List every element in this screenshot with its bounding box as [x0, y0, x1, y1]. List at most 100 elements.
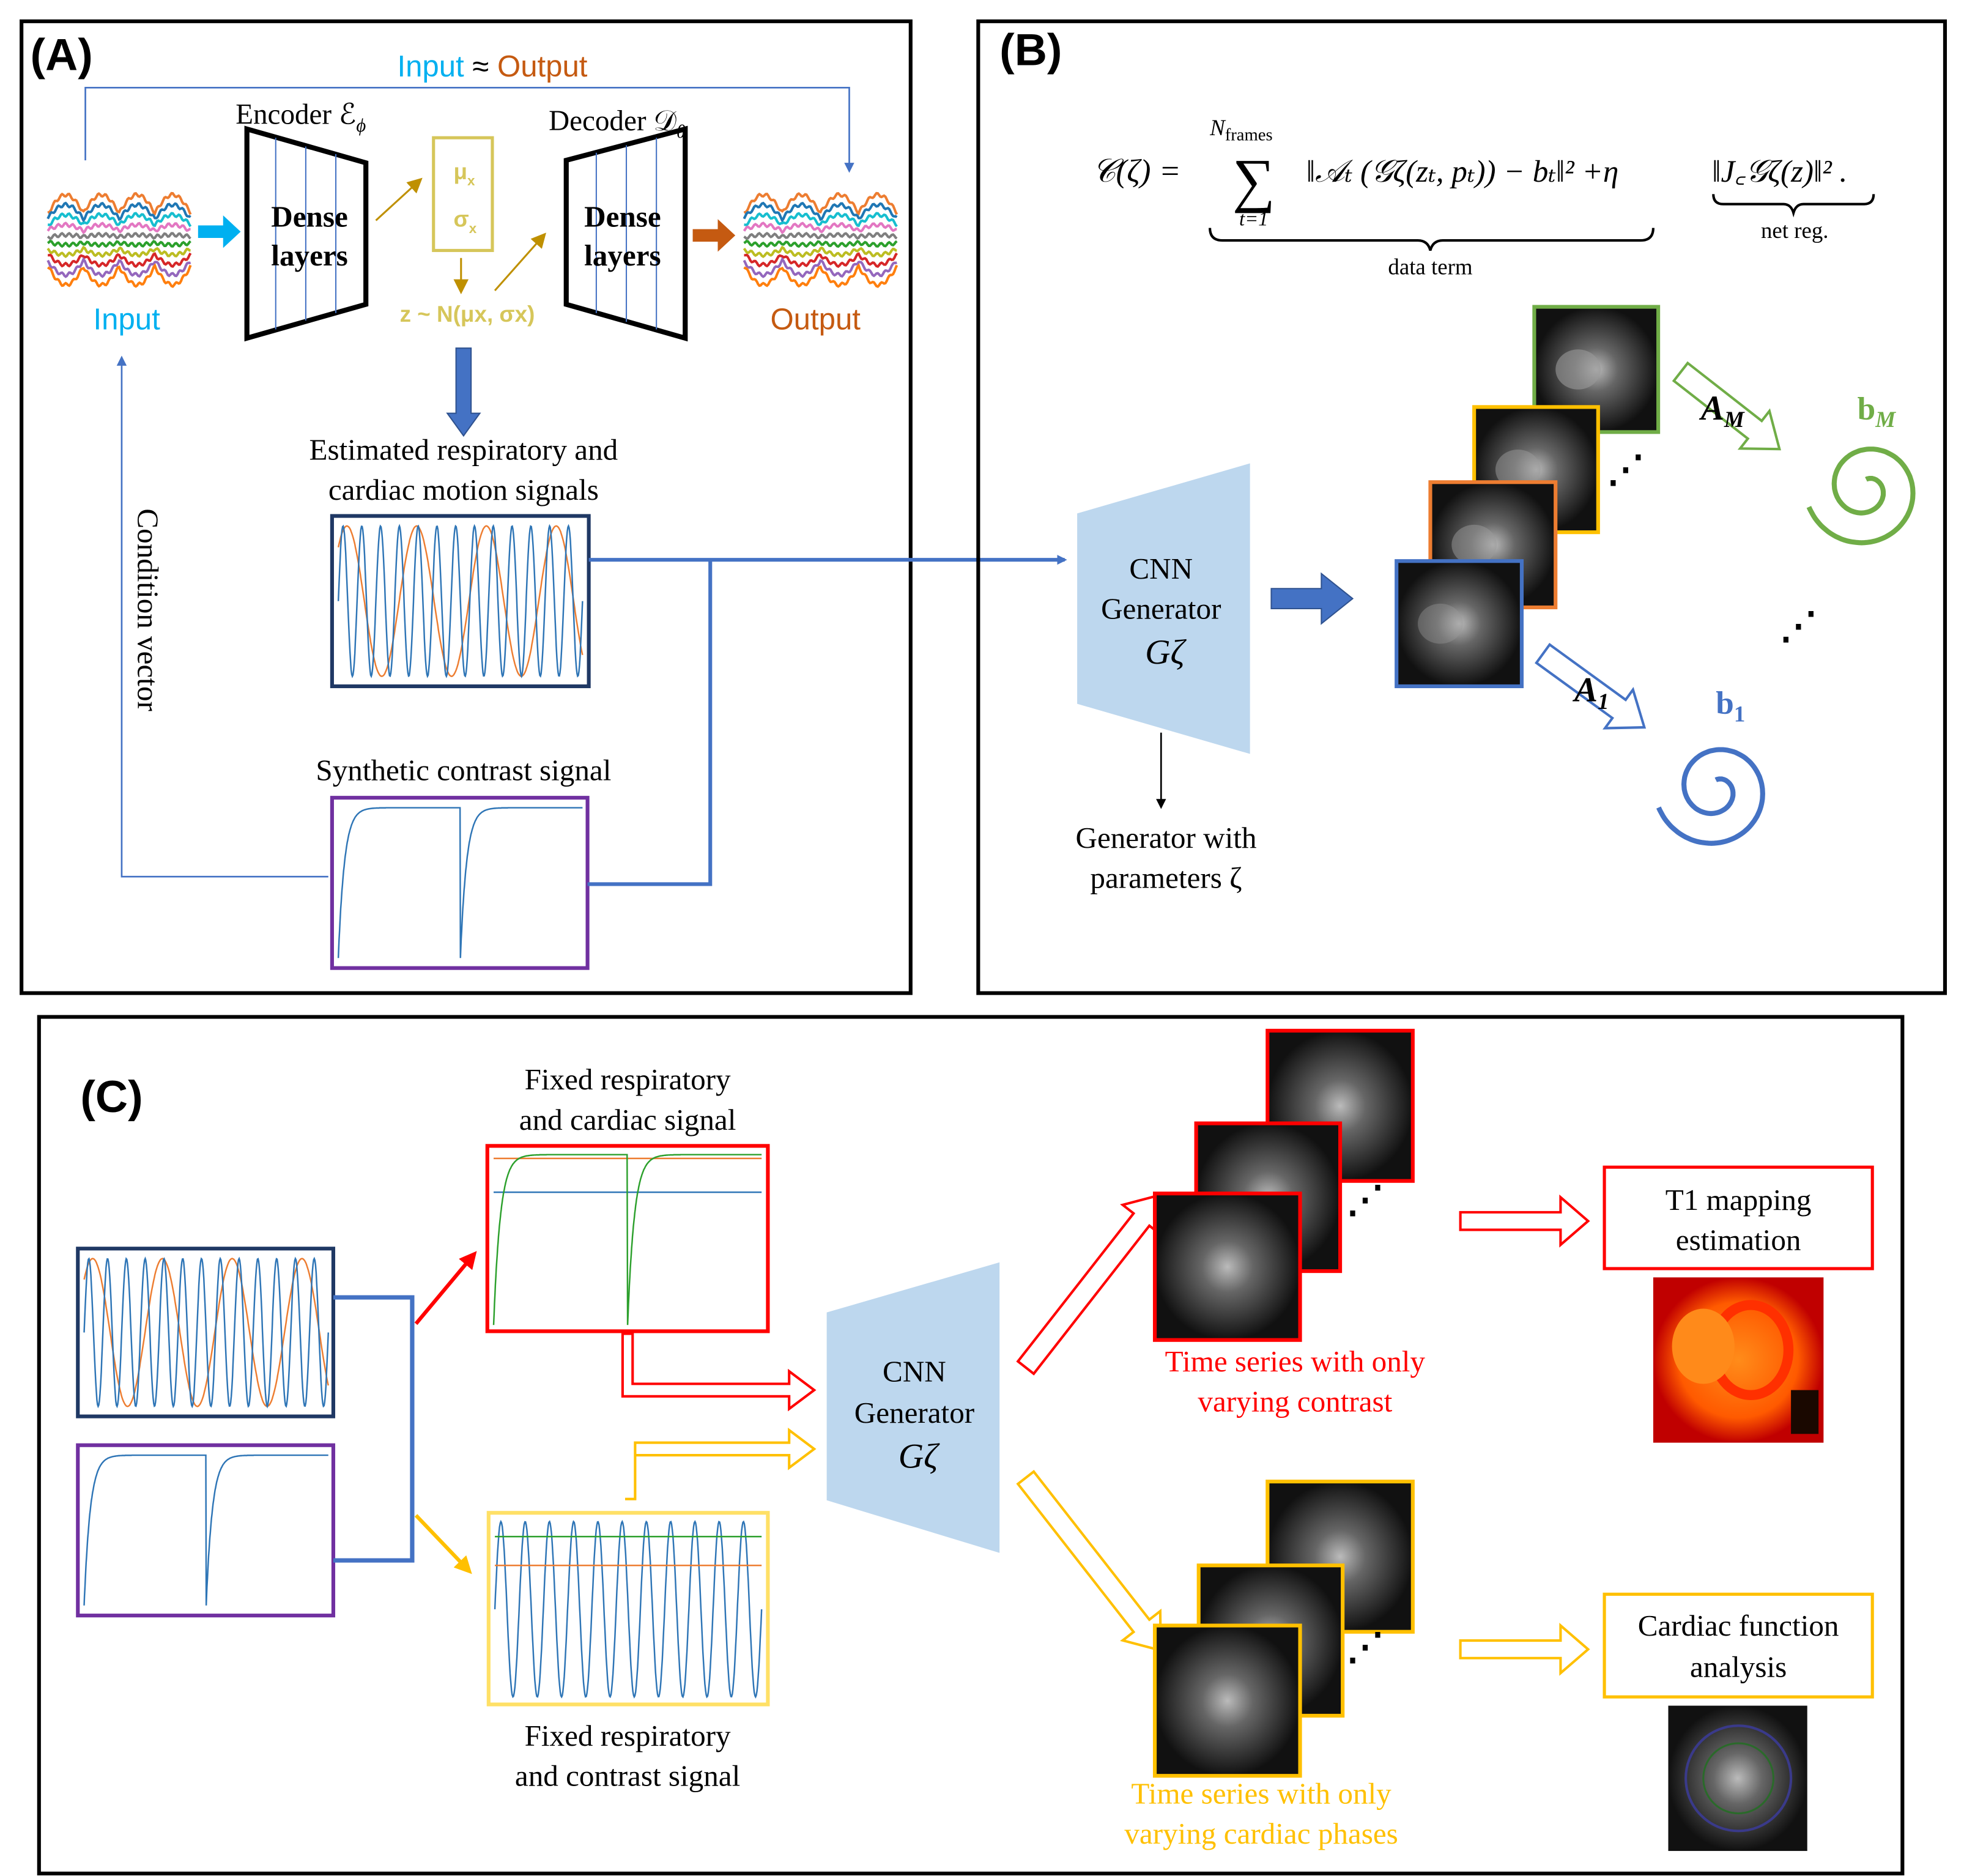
- a1-sub: 1: [1598, 689, 1609, 714]
- fixed-cardiac-line2: and cardiac signal: [519, 1103, 736, 1136]
- sum-lower-limit: t=1: [1239, 209, 1269, 231]
- to-cardiac-arrow-icon: [1459, 1623, 1590, 1676]
- signal-trace-line: [46, 263, 192, 288]
- fixed-cardiac-line1: Fixed respiratory: [525, 1062, 731, 1096]
- signal-trace-line: [46, 239, 191, 248]
- generator-caption-line2: parameters ζ: [1090, 861, 1242, 895]
- sigma-sub: x: [469, 221, 477, 236]
- fixed-cardiac-plot: [492, 1154, 762, 1325]
- sum-upper-n: N: [1209, 115, 1226, 140]
- cnn-generator-c: [826, 1262, 1000, 1553]
- cardiac-line2: analysis: [1690, 1650, 1787, 1683]
- estimated-signals-line2: cardiac motion signals: [328, 473, 599, 506]
- encoder-subscript: ϕ: [356, 115, 366, 136]
- fixed-contrast-plot: [494, 1519, 763, 1699]
- am-sub: M: [1724, 407, 1745, 432]
- generator-b-line2: Generator: [1101, 591, 1221, 625]
- t1-line2: estimation: [1676, 1223, 1801, 1256]
- contrast-signal-plot-c: [83, 1454, 328, 1606]
- t1-map-image: [1653, 1277, 1824, 1443]
- generator-b-symbol: Gζ: [1145, 633, 1187, 672]
- encoder-dense-text: Dense: [271, 200, 348, 234]
- mu-text: μx: [453, 159, 475, 188]
- cardiac-function-box: [1603, 1592, 1874, 1699]
- sigma-text: σx: [453, 207, 476, 236]
- mu: μ: [453, 159, 467, 184]
- mri-frame-stack-b: ⋰: [1395, 305, 1661, 689]
- title-output: Output: [497, 50, 588, 83]
- fixed-contrast-line1: Fixed respiratory: [525, 1719, 731, 1752]
- t1-mapping-box: [1603, 1165, 1874, 1270]
- operator-a1-arrow-icon: [1535, 642, 1647, 730]
- generator-c-line1: CNN: [883, 1354, 946, 1388]
- encoder-layers-text: layers: [271, 239, 348, 272]
- cardiac-segmentation-image: [1668, 1705, 1807, 1852]
- phase-series-line2: varying cardiac phases: [1124, 1817, 1398, 1850]
- bm-sub: M: [1875, 407, 1896, 432]
- signal-trace-line: [744, 212, 898, 228]
- signal-trace-line: [743, 245, 897, 258]
- motion-signals-plot-c: [83, 1256, 329, 1409]
- reconstruction-loop-line: [84, 86, 854, 173]
- condition-vector-label: Condition vector: [132, 508, 165, 711]
- generator-c-line2: Generator: [854, 1396, 974, 1429]
- input-signals-plot: [46, 191, 192, 288]
- yellow-diagonal-arrow-icon: [1016, 1469, 1162, 1652]
- contrast-frame-stack: ⋰: [1152, 1028, 1415, 1342]
- net-reg-label: net reg.: [1761, 218, 1828, 243]
- operator-a1: A1: [1573, 671, 1609, 714]
- a1-letter: A: [1573, 671, 1598, 710]
- decoder-layers-text: layers: [584, 239, 661, 272]
- sum-upper-sub: frames: [1225, 125, 1273, 144]
- decoder-subscript: θ: [676, 121, 686, 142]
- encoder: Dense layers Encoder ℰϕ: [235, 99, 369, 342]
- panel-b-border: [976, 19, 1947, 995]
- decoder-label-text: Decoder 𝒟: [549, 105, 676, 137]
- panel-c: (C) Fixed respiratory and cardiac signal…: [37, 1015, 1905, 1875]
- input-approx-output-title: Input ≈ Output: [397, 50, 587, 83]
- generator-b-line1: CNN: [1129, 552, 1193, 585]
- decoder-label: Decoder 𝒟θ: [549, 105, 686, 142]
- contrast-signal-plot: [337, 807, 583, 958]
- signal-trace-line: [743, 221, 897, 234]
- contrast-signal-line: [492, 1154, 762, 1325]
- phase-ellipsis: ⋰: [1346, 1626, 1384, 1668]
- mu-sub: x: [467, 173, 475, 188]
- contrast-ellipsis: ⋰: [1346, 1179, 1384, 1221]
- red-arrow: [414, 1251, 477, 1325]
- decoder-dense-text: Dense: [584, 200, 661, 234]
- contrast-connector-line: [587, 560, 713, 886]
- frames-ellipsis: ⋰: [1607, 449, 1644, 491]
- net-reg-brace: [1712, 194, 1875, 218]
- signal-trace-line: [744, 252, 898, 269]
- contrast-series-line1: Time series with only: [1165, 1344, 1426, 1378]
- yellow-arrow: [414, 1514, 472, 1574]
- t1-line1: T1 mapping: [1666, 1183, 1812, 1217]
- signal-trace-line: [46, 221, 191, 234]
- operators-ellipsis: ⋰: [1780, 606, 1817, 647]
- signal-trace-line: [46, 245, 191, 259]
- cardiac-signal-line: [337, 524, 584, 679]
- title-approx: ≈: [464, 50, 497, 83]
- signal-trace-line: [743, 191, 899, 216]
- bm-letter: b: [1858, 391, 1876, 427]
- signal-trace-line: [743, 231, 898, 240]
- panel-a-border: [20, 19, 913, 995]
- panel-a-label: (A): [30, 29, 92, 80]
- title-input: Input: [397, 50, 464, 83]
- fixed-contrast-line2: and contrast signal: [515, 1759, 740, 1793]
- contrast-signal-line: [337, 807, 583, 958]
- kspace-spiral-1-icon: [1656, 747, 1765, 846]
- contrast-series-line2: varying contrast: [1198, 1384, 1392, 1418]
- cyan-arrow-icon: [198, 215, 241, 248]
- operator-am: AM: [1699, 389, 1745, 432]
- cardiac-line1: Cardiac function: [1638, 1609, 1839, 1642]
- data-term-label: data term: [1388, 254, 1472, 279]
- signal-trace-line: [46, 257, 191, 278]
- synthetic-contrast-label: Synthetic contrast signal: [316, 754, 611, 787]
- signal-trace-line: [47, 212, 192, 228]
- motion-signals-plot: [337, 524, 584, 679]
- mri-frame: [1395, 559, 1524, 689]
- generator-output-arrow-icon: [1270, 572, 1354, 625]
- signal-trace-line: [46, 231, 191, 240]
